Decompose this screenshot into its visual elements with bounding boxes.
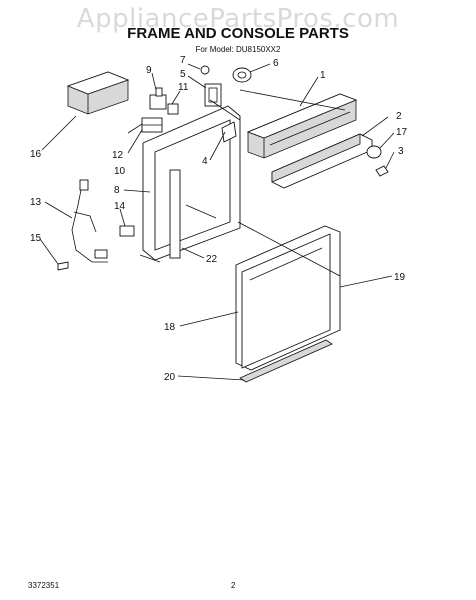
model-number: For Model: DU8150XX2 <box>195 45 281 54</box>
leader-lines <box>39 63 395 381</box>
part-6-knob <box>232 67 252 83</box>
callout-8: 8 <box>114 185 120 196</box>
callout-19: 19 <box>394 272 406 283</box>
part-18-inner-panel <box>241 233 331 369</box>
callout-10: 10 <box>114 166 126 177</box>
callout-18: 18 <box>164 322 176 333</box>
callout-11: 11 <box>178 82 189 93</box>
callout-12: 12 <box>112 150 124 161</box>
part-11-clip <box>167 103 179 115</box>
callout-2: 2 <box>396 111 402 122</box>
callout-6: 6 <box>273 58 279 69</box>
callout-13: 13 <box>30 197 42 208</box>
callout-9: 9 <box>146 65 152 76</box>
callout-14: 14 <box>114 201 126 212</box>
callout-1: 1 <box>320 70 326 81</box>
part-10-hinge <box>141 117 163 133</box>
watermark: AppliancePartsPros.com <box>76 4 400 34</box>
page-title: FRAME AND CONSOLE PARTS <box>127 25 349 42</box>
page-number: 2 <box>231 581 236 590</box>
document-number: 3372351 <box>28 581 60 590</box>
callout-17: 17 <box>396 127 408 138</box>
callout-5: 5 <box>180 69 186 80</box>
part-20-trim-strip <box>239 339 333 383</box>
part-8-door-frame <box>139 105 241 263</box>
part-3-screw <box>375 165 389 177</box>
part-9-hinge <box>149 87 167 110</box>
callout-7: 7 <box>180 55 186 66</box>
callout-20: 20 <box>164 372 176 383</box>
callout-3: 3 <box>398 146 404 157</box>
part-14-switch <box>119 225 135 237</box>
callout-15: 15 <box>30 233 42 244</box>
callouts: 1 2 3 4 5 6 7 8 9 10 11 12 13 14 15 16 1… <box>30 55 408 383</box>
part-16-bracket <box>66 71 130 115</box>
part-13-wire-harness <box>71 179 108 263</box>
part-15-screw <box>57 261 69 271</box>
part-5-latch <box>204 83 222 107</box>
part-7-screw <box>200 65 210 75</box>
callout-16: 16 <box>30 149 42 160</box>
callout-22: 22 <box>206 254 218 265</box>
callout-4: 4 <box>202 156 208 167</box>
part-1-console <box>246 93 358 159</box>
part-17-knob <box>366 145 382 159</box>
